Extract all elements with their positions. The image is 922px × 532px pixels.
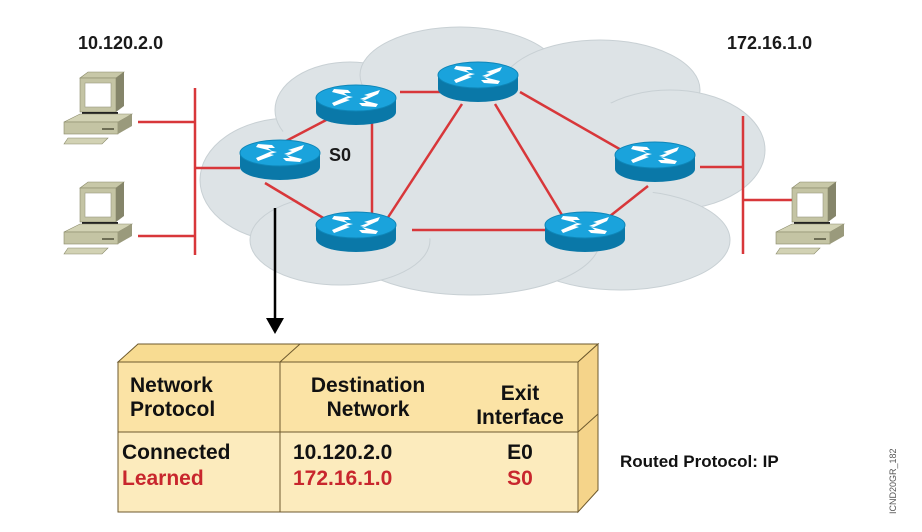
link-r3-r4 [383, 103, 464, 223]
header-exit-line2: Interface [476, 406, 564, 429]
router-icon [315, 211, 397, 253]
row-exit: S0 [507, 467, 533, 490]
header-destination: Destination Network [288, 374, 448, 422]
row-exit: E0 [507, 441, 533, 464]
row-destination: 172.16.1.0 [293, 467, 393, 490]
link-r4-r6 [519, 90, 631, 157]
router-icon [315, 84, 397, 126]
row-destination: 10.120.2.0 [293, 441, 393, 464]
header-exit: Exit Interface [460, 382, 580, 430]
network-label-right: 172.16.1.0 [727, 33, 813, 53]
router-icon [544, 211, 626, 253]
routed-protocol-label: Routed Protocol: IP [620, 452, 779, 471]
header-protocol: Network Protocol [130, 374, 215, 422]
pc-icon [63, 71, 133, 145]
network-label-left: 10.120.2.0 [78, 33, 164, 53]
link-r4-r5 [493, 103, 567, 221]
row-protocol: Connected [122, 441, 231, 464]
links [138, 88, 792, 255]
pc-icon [63, 181, 133, 255]
header-destination-line2: Network [326, 398, 410, 421]
router-icon [614, 141, 696, 183]
row-protocol: Learned [122, 467, 204, 490]
table-row: Learned [122, 467, 204, 491]
link-r5-r6 [604, 185, 649, 221]
header-destination-line1: Destination [310, 374, 426, 397]
table-row: Connected [122, 441, 231, 465]
router-icon [239, 139, 321, 181]
header-protocol-line2: Protocol [130, 398, 216, 421]
figure-id: ICND20GR_182 [888, 448, 898, 514]
pc-icon [775, 181, 845, 255]
header-exit-line1: Exit [500, 382, 540, 405]
header-protocol-line1: Network [130, 374, 213, 397]
router-icon [437, 61, 519, 103]
routing-table-box [116, 342, 600, 514]
link-r1-r3 [264, 181, 331, 224]
arrow-down-icon [266, 208, 284, 334]
interface-label: S0 [329, 145, 352, 165]
